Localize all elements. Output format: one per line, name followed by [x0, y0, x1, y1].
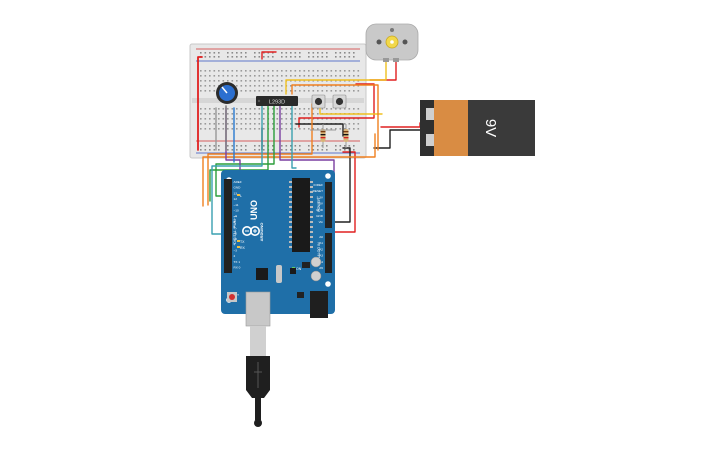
wire-orange: [291, 84, 379, 151]
uno-label: UNO: [249, 200, 259, 220]
power-pin-label-ioref: IOREF: [314, 183, 324, 187]
wire-yellow-motor: [285, 59, 387, 95]
push-button: [332, 94, 347, 109]
analog-header-label: ANALOG IN: [317, 242, 321, 262]
digital-pin-header: [224, 179, 232, 273]
analog-pin-label-a2: A2: [319, 247, 323, 251]
rx-label: RX: [240, 246, 246, 250]
power-pin-label-5v: 5V: [319, 202, 324, 206]
analog-pin-label-a0: A0: [319, 235, 323, 239]
resistor: [343, 124, 349, 148]
wire-red: [298, 83, 375, 128]
power-pin-label-gnd: GND: [316, 208, 324, 212]
power-jack: [310, 291, 328, 318]
digital-pin-label-8: 8: [234, 220, 236, 224]
arduino-logo: [242, 226, 261, 237]
digital-pin-label-6: ~6: [234, 231, 238, 235]
atmega-chip: [292, 178, 310, 252]
wire-red: [261, 51, 277, 60]
capacitor: [310, 270, 322, 282]
digital-pin-label-2: 2: [234, 254, 236, 258]
tx-led: [237, 240, 240, 242]
power-pin-labels: IOREF RESET 3.3V 5V GND GND Vin: [313, 183, 324, 224]
dc-motor: [365, 23, 419, 62]
chip-label: L293D: [269, 100, 285, 106]
wire-orange: [207, 103, 313, 206]
potentiometer: [216, 82, 238, 104]
l-led: [237, 194, 240, 196]
analog-pin-header: [325, 233, 332, 273]
capacitor: [310, 256, 322, 268]
wire-red: [333, 151, 356, 233]
power-pin-label-gnd: GND: [316, 214, 324, 218]
analog-pin-label-a1: A1: [319, 241, 323, 245]
wire-red: [197, 56, 203, 151]
wire-red-motor: [369, 59, 397, 81]
push-button: [311, 94, 326, 109]
battery-label: 9V: [482, 119, 499, 137]
wire-teal: [211, 103, 263, 235]
digital-pin-label-9: ~9: [234, 214, 238, 218]
icsp-header: [302, 262, 310, 268]
analog-pin-label-a5: A5: [319, 266, 323, 270]
digital-pin-label-rx-0: RX 0: [234, 266, 241, 270]
digital-pin-label-7: 7: [234, 226, 236, 230]
digital-pin-label-3: ~3: [234, 248, 238, 252]
usb-cable: [246, 326, 270, 427]
usb-port: [245, 291, 271, 327]
arduino-brand-label: ARDUINO: [259, 223, 264, 242]
digital-pin-label-5: ~5: [234, 237, 238, 241]
usb-chip: [256, 268, 268, 280]
power-pin-header: [325, 182, 332, 228]
wire-green: [215, 103, 275, 197]
resistor: [320, 124, 326, 148]
wire-black: [333, 147, 351, 223]
power-pin-label-3-3v: 3.3V: [317, 195, 324, 199]
arduino-uno: DIGITAL (PWM~) AREFGND1312~11~10~987~6~5…: [221, 170, 335, 327]
wire-black-battery: [373, 129, 421, 149]
digital-pin-label-aref: AREF: [234, 180, 242, 184]
digital-pin-label-12: 12: [234, 197, 238, 201]
l-led-label: L: [240, 194, 242, 198]
power-header-label: POWER: [317, 198, 321, 212]
battery-9v: - + 9V: [420, 100, 535, 156]
digital-pin-label-11: ~11: [234, 203, 239, 207]
digital-pin-label-4: 4: [234, 243, 236, 247]
digital-pin-label-tx-1: TX 1: [234, 260, 241, 264]
l293d-chip: L293D: [256, 96, 298, 106]
digital-pin-label-13: 13: [234, 191, 238, 195]
tx-label: TX: [240, 240, 245, 244]
power-pin-label-vin: Vin: [319, 220, 324, 224]
crystal: [276, 265, 282, 283]
rx-led: [237, 246, 240, 248]
on-led-label: ON: [296, 267, 302, 271]
wire-teal: [291, 103, 297, 169]
digital-header-label: DIGITAL (PWM~): [233, 216, 237, 244]
analog-pin-label-a3: A3: [319, 254, 323, 258]
wire-red-battery: [380, 122, 421, 128]
power-pin-label-reset: RESET: [313, 189, 323, 193]
digital-pin-label-10: ~10: [234, 209, 240, 213]
wire-orange: [202, 133, 376, 207]
digital-pin-label-gnd: GND: [234, 186, 242, 190]
